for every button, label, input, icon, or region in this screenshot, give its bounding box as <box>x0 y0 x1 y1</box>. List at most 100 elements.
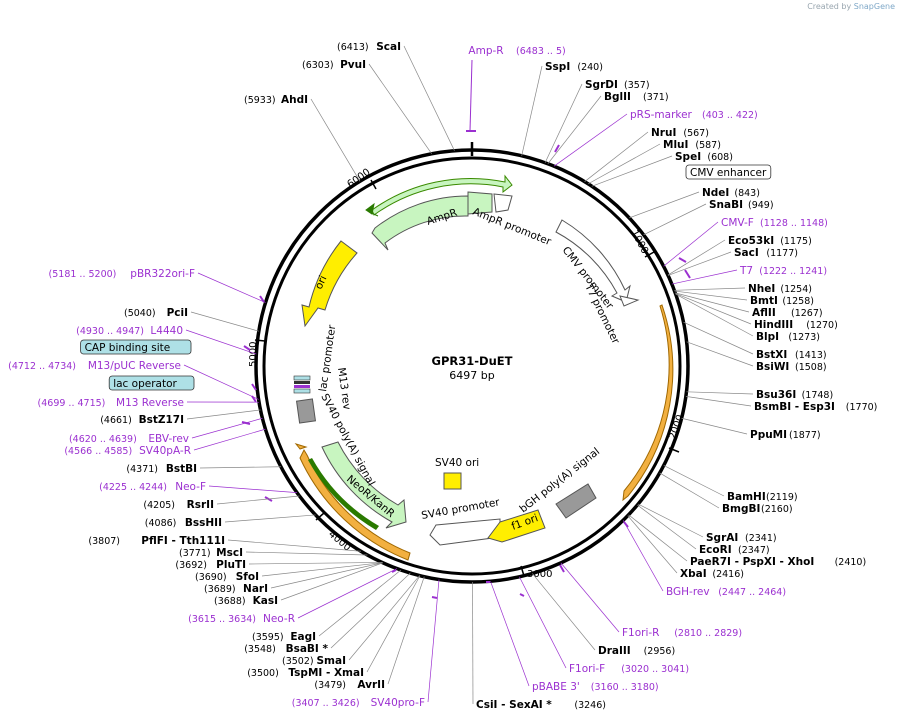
primer-mark <box>678 257 687 263</box>
leader-line <box>185 329 257 355</box>
map-label-bsu36i: Bsu36I (1748) <box>686 389 833 401</box>
leader-line <box>584 131 649 182</box>
map-label-nari: NarI(3689) <box>204 562 383 595</box>
tick-mark-5000 <box>254 339 266 342</box>
leader-line <box>667 251 732 276</box>
sv40-promoter-feature <box>429 518 501 546</box>
label-pos: (1877) <box>789 430 821 441</box>
map-label-pflfi-tth111i: PflFI - Tth111I(3807) <box>88 535 361 552</box>
label-pos: (3688) <box>214 596 246 607</box>
label-pos: (1748) <box>802 390 834 401</box>
label-pos: (4225 .. 4244) <box>99 482 167 493</box>
label-name: SfoI <box>236 571 259 583</box>
map-label-bmti: BmtI(1258) <box>674 290 814 307</box>
label-pos: (4930 .. 4947) <box>76 326 144 337</box>
map-label-lac-operator: lac operator <box>108 375 195 391</box>
leader-line <box>186 409 261 420</box>
label-name: M13/pUC Reverse <box>88 360 181 372</box>
orange-arc-right <box>622 304 674 502</box>
leader-line <box>197 272 266 303</box>
label-sv40-promoter: SV40 promoter <box>420 496 501 522</box>
lac-operator-block <box>293 388 311 394</box>
label-pos: (4699 .. 4715) <box>38 398 106 409</box>
leader-line <box>224 514 316 523</box>
leader-line <box>686 391 754 395</box>
leader-line <box>674 287 746 291</box>
label-pos: (3502) <box>282 656 314 667</box>
leader-line <box>622 520 664 592</box>
label-pos: (371) <box>643 92 669 103</box>
label-pos: (608) <box>707 152 733 163</box>
leader-line <box>681 417 748 435</box>
map-label-cap-binding-site: CAP binding site <box>80 339 192 355</box>
tick-label-1000: 1000 <box>628 228 650 256</box>
label-name: BsiWI <box>756 361 789 373</box>
leader-line <box>663 465 725 497</box>
tick-mark-2000 <box>668 447 680 453</box>
map-label-saci: SacI(1177) <box>667 247 798 276</box>
leader-line <box>190 311 259 332</box>
map-label-blpi: BlpI(1273) <box>675 293 820 343</box>
label-name: BstBI <box>166 463 197 475</box>
primer-mark <box>259 295 265 303</box>
t7-promoter-feature <box>619 295 640 307</box>
label-pos: (2956) <box>644 646 676 657</box>
map-label-sv40pa-r: SV40pA-R(4566 .. 4585) <box>64 428 266 457</box>
plasmid-size: 6497 bp <box>449 369 494 382</box>
leader-line <box>627 515 678 574</box>
label-pos: (2410) <box>835 557 867 568</box>
sv40-polya-feature <box>295 398 317 424</box>
leader-line <box>591 155 673 187</box>
map-label-eco53ki: Eco53kI(1175) <box>667 235 812 276</box>
map-label-prs-marker: pRS-marker(403 .. 422) <box>553 109 758 167</box>
left-labels: ScaI(6413)PvuI(6303)AhdI(5933)pBR322ori-… <box>8 41 455 709</box>
label-pos: (1270) <box>806 320 838 331</box>
leader-line <box>227 539 361 552</box>
label-pos: (4205) <box>143 500 175 511</box>
label-name: Bsu36I <box>756 389 796 401</box>
label-name: EcoRI <box>699 544 732 556</box>
tick-mark-1000 <box>644 251 655 258</box>
plasmid-name: GPR31-DuET <box>432 354 513 368</box>
cap-site-block <box>293 375 311 381</box>
label-pos: (3615 .. 3634) <box>188 614 256 625</box>
map-label-msci: MscI(3771) <box>179 547 368 559</box>
map-label-bsmbi-esp3i: BsmBI - Esp3I(1770) <box>685 395 877 413</box>
label-name: NruI <box>651 127 676 139</box>
label-sv40-ori: SV40 ori <box>435 457 479 469</box>
leader-line <box>667 239 726 276</box>
map-label-avrii: AvrII(3479) <box>314 576 425 691</box>
label-name: SgrDI <box>585 79 618 91</box>
map-label-cmv-enhancer: CMV enhancer <box>685 164 772 180</box>
leader-line <box>521 65 543 156</box>
neo-line <box>308 458 379 530</box>
label-pos: (3692) <box>175 560 207 571</box>
credit-brand: SnapGene <box>853 2 895 11</box>
map-label-sspi: SspI(240) <box>521 61 603 156</box>
map-label-smai: SmaI(3502) <box>282 575 420 667</box>
label-name: NdeI <box>702 187 729 199</box>
leader-line <box>671 269 738 285</box>
label-pos: (567) <box>683 128 709 139</box>
label-name: M13 Reverse <box>116 397 184 409</box>
tick-mark-3000 <box>520 565 525 577</box>
tick-mark-4000 <box>315 512 325 521</box>
label-name: PaeR7I - PspXI - XhoI <box>690 556 814 568</box>
lac-stack <box>293 375 311 394</box>
ori-feature <box>301 240 358 328</box>
label-name: KasI <box>253 595 278 607</box>
leader-line <box>674 290 748 301</box>
label-ampr-promoter: AmpR promoter <box>471 206 553 249</box>
label-box <box>80 339 192 355</box>
label-name: CMV-F <box>721 217 754 229</box>
leader-line <box>675 293 754 337</box>
leader-line <box>330 572 411 649</box>
map-label-bstz17i: BstZ17I(4661) <box>100 409 261 426</box>
label-name: XbaI <box>680 568 707 580</box>
leader-line <box>629 191 700 219</box>
leader-line <box>532 573 596 651</box>
map-label-csii-sexai: CsiI - SexAI *(3246) <box>472 581 606 711</box>
label-pos: (2341) <box>745 533 777 544</box>
leader-line <box>348 575 420 661</box>
